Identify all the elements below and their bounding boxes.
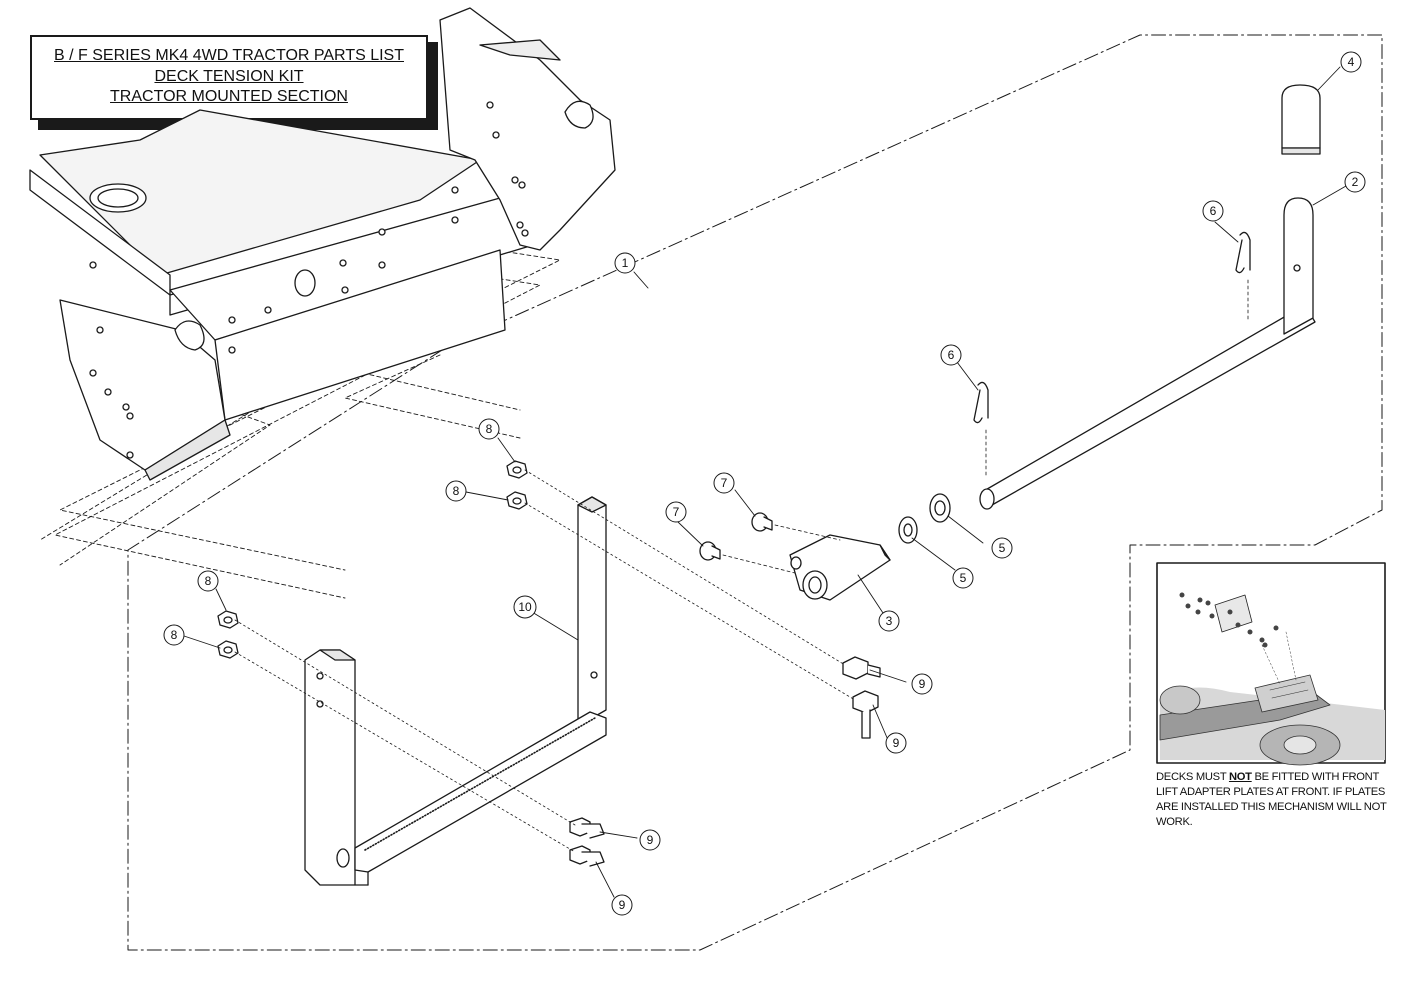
svg-text:5: 5: [999, 541, 1006, 555]
nut-part-8-d: [217, 640, 239, 659]
pivot-bracket-part-3: [789, 534, 891, 601]
title-line-3: TRACTOR MOUNTED SECTION: [110, 88, 348, 105]
bolt-part-9-d: [569, 845, 605, 867]
svg-text:6: 6: [1210, 204, 1217, 218]
callouts: 1 4 2 6 6 5 5 3 7 7 8 8 8 8 10 9 9 9 9: [163, 51, 1366, 916]
washer-part-5-small: [898, 516, 918, 544]
diagram-title-box: B / F SERIES MK4 4WD TRACTOR PARTS LIST …: [30, 35, 428, 120]
u-bracket-part-10: [304, 496, 607, 886]
r-clip-part-6-upper: [1235, 231, 1251, 323]
nut-part-8-a: [506, 460, 528, 479]
r-clip-part-6-lower: [973, 381, 989, 479]
svg-text:5: 5: [960, 571, 967, 585]
note-text-before: DECKS MUST: [1156, 771, 1229, 783]
svg-text:8: 8: [453, 484, 460, 498]
bolt-part-9-c: [569, 817, 605, 839]
bolt-part-9-b: [852, 690, 879, 739]
assembly-projection-lines: [234, 469, 856, 853]
note-emphasis: NOT: [1228, 771, 1252, 783]
nut-part-8-b: [506, 491, 528, 510]
tractor-frame: [29, 7, 616, 481]
callout-9-d: 9: [611, 894, 633, 916]
note-text-after: BE FITTED WITH FRONT LIFT ADAPTER PLATES…: [1156, 771, 1387, 828]
washer-part-5-large: [929, 493, 951, 523]
callout-7-upper: 7: [713, 472, 735, 494]
svg-text:8: 8: [205, 574, 212, 588]
title-line-2: DECK TENSION KIT: [154, 67, 304, 85]
svg-text:7: 7: [673, 505, 680, 519]
callout-6-upper: 6: [1202, 200, 1224, 222]
pin-part-7-upper: [751, 512, 841, 541]
callout-8-a: 8: [478, 418, 500, 440]
callout-8-c: 8: [197, 570, 219, 592]
callout-3: 3: [878, 610, 900, 632]
tension-rod-part-2: [979, 197, 1316, 510]
svg-text:4: 4: [1348, 55, 1355, 69]
svg-text:1: 1: [622, 256, 629, 270]
callout-9-b: 9: [885, 732, 907, 754]
inset-photo: [1156, 562, 1386, 766]
callout-5-left: 5: [952, 567, 974, 589]
callout-8-b: 8: [445, 480, 467, 502]
callout-1: 1: [614, 252, 636, 274]
assembly-boundary: [127, 34, 1383, 951]
svg-text:6: 6: [948, 348, 955, 362]
callout-7-lower: 7: [665, 501, 687, 523]
nut-part-8-c: [217, 610, 239, 629]
callout-9-a: 9: [911, 673, 933, 695]
end-cap-part-4: [1281, 84, 1321, 149]
callout-10: 10: [513, 595, 537, 619]
svg-text:7: 7: [721, 476, 728, 490]
pin-part-7-lower: [699, 541, 796, 574]
leader-lines: [183, 66, 1347, 898]
callout-9-c: 9: [639, 829, 661, 851]
callout-6-lower: 6: [940, 344, 962, 366]
svg-text:9: 9: [619, 898, 626, 912]
svg-text:10: 10: [518, 600, 532, 614]
svg-text:8: 8: [486, 422, 493, 436]
svg-text:2: 2: [1352, 175, 1359, 189]
bolt-part-9-a: [842, 656, 881, 680]
callout-8-d: 8: [163, 624, 185, 646]
title-line-1: B / F SERIES MK4 4WD TRACTOR PARTS LIST: [54, 47, 404, 64]
callout-5-right: 5: [991, 537, 1013, 559]
svg-text:9: 9: [893, 736, 900, 750]
callout-4: 4: [1340, 51, 1362, 73]
end-cap-base: [1281, 147, 1321, 155]
svg-text:9: 9: [919, 677, 926, 691]
svg-text:3: 3: [886, 614, 893, 628]
svg-text:9: 9: [647, 833, 654, 847]
callout-2: 2: [1344, 171, 1366, 193]
svg-text:8: 8: [171, 628, 178, 642]
inset-warning-note: DECKS MUST NOT BE FITTED WITH FRONT LIFT…: [1156, 770, 1401, 830]
